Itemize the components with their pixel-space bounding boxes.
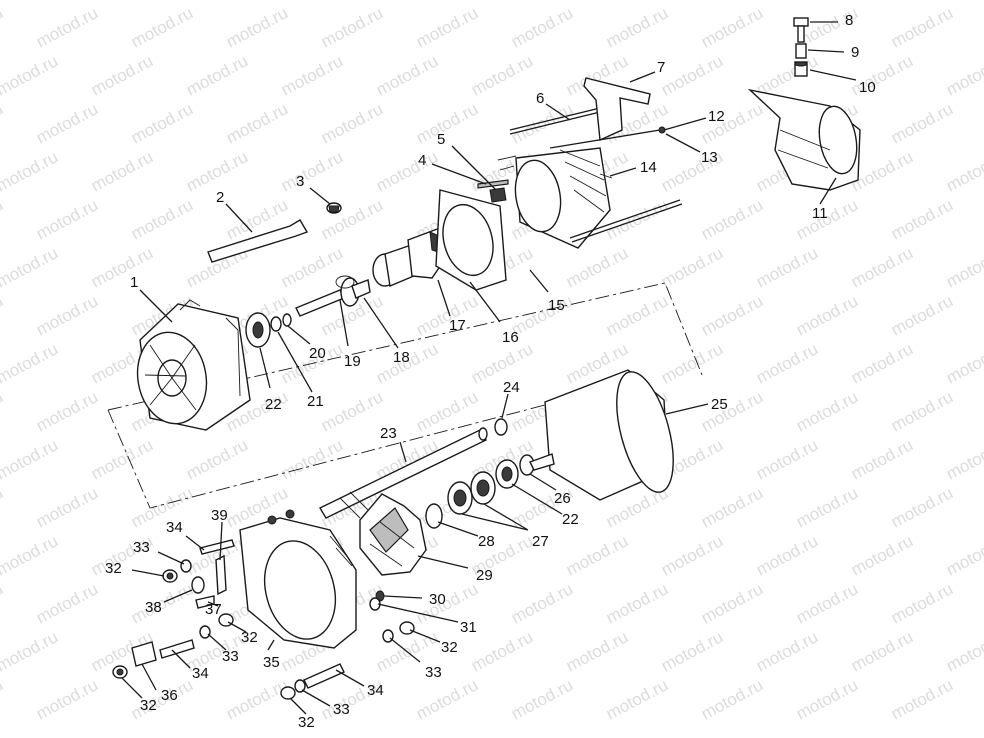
callout-38: 38: [145, 599, 162, 616]
callout-32-upper: 32: [105, 560, 122, 577]
callout-9: 9: [851, 44, 859, 61]
part-34-stud-upper: [199, 539, 235, 555]
callout-26: 26: [554, 490, 571, 507]
part-4-stud: [477, 179, 509, 189]
callout-21: 21: [307, 393, 324, 410]
callout-27: 27: [532, 533, 549, 550]
callout-16: 16: [502, 329, 519, 346]
part-33-washer-lower: [294, 679, 306, 693]
part-24-o-ring: [494, 418, 508, 436]
callout-29: 29: [476, 567, 493, 584]
callout-10: 10: [859, 79, 876, 96]
callout-31: 31: [460, 619, 477, 636]
callout-24: 24: [503, 379, 520, 396]
part-34-stud-left: [159, 639, 195, 659]
callout-33-lower: 33: [333, 701, 350, 718]
callout-28: 28: [478, 533, 495, 550]
part-16-wear-ring: [435, 189, 507, 291]
callout-32-mid: 32: [241, 629, 258, 646]
part-32-nut-lower-left: [112, 665, 128, 679]
part-29-impeller: [359, 493, 427, 576]
part-12-rod: [549, 126, 666, 149]
part-32-nut-right: [399, 621, 415, 635]
callout-39: 39: [211, 507, 228, 524]
callout-34-lower: 34: [367, 682, 384, 699]
part-35-intake-housing: [239, 509, 357, 649]
callout-33-upper: 33: [133, 539, 150, 556]
callout-3: 3: [296, 173, 304, 190]
callout-1: 1: [130, 274, 138, 291]
part-32-nut-upper: [162, 569, 178, 583]
callout-17: 17: [449, 317, 466, 334]
part-22-bearing-right: [495, 459, 519, 489]
callout-15: 15: [548, 297, 565, 314]
part-14-insert: [599, 173, 613, 179]
callout-23: 23: [380, 425, 397, 442]
callout-11: 11: [812, 205, 828, 222]
callout-37: 37: [205, 601, 222, 618]
callout-30: 30: [429, 591, 446, 608]
callout-8: 8: [845, 12, 853, 29]
part-5-screen: [489, 187, 507, 203]
alignment-frame: [107, 282, 703, 509]
part-2-tube: [207, 219, 309, 263]
part-39-fitting: [215, 554, 227, 596]
callout-5: 5: [437, 131, 445, 148]
callout-33-right: 33: [425, 664, 442, 681]
callout-19: 19: [344, 353, 361, 370]
callout-35: 35: [263, 654, 280, 671]
part-15-pump-housing: [497, 147, 611, 249]
callout-32-lower: 32: [298, 714, 315, 731]
part-27-bearing-pair: [447, 471, 496, 515]
callout-25: 25: [711, 396, 728, 413]
leader-lines: [121, 21, 857, 715]
part-3-clamp: [326, 202, 342, 214]
part-36-plate: [131, 641, 157, 667]
callout-labels: 1 2 3 4 5 6 7 8 9 10 11 12 13 14 15 16 1…: [105, 12, 876, 731]
callout-7: 7: [657, 59, 665, 76]
callout-33-mid: 33: [222, 648, 239, 665]
callout-20: 20: [309, 345, 326, 362]
callout-4: 4: [418, 152, 426, 169]
part-1-stator-housing: [136, 299, 251, 431]
callout-34-upper: 34: [166, 519, 183, 536]
part-13-rod: [569, 199, 683, 243]
callout-22-right: 22: [562, 511, 579, 528]
part-33-washer-mid: [199, 625, 211, 639]
part-11-steering-nozzle: [747, 88, 861, 191]
part-32-nut-lower: [280, 686, 296, 700]
part-33-washer-upper: [180, 559, 192, 573]
callout-22-left: 22: [265, 396, 282, 413]
part-33-washer-right: [382, 629, 394, 643]
callout-34-left: 34: [192, 665, 209, 682]
part-6-rod: [509, 107, 601, 135]
callout-36: 36: [161, 687, 178, 704]
part-22-bearing-left: [245, 312, 271, 348]
part-34-stud-lower: [303, 663, 345, 689]
part-23-drive-shaft: [319, 427, 488, 519]
callout-2: 2: [216, 189, 224, 206]
callout-32-lower-left: 32: [140, 697, 157, 714]
callout-14: 14: [640, 159, 657, 176]
callout-32-right: 32: [441, 639, 458, 656]
part-8-bolt: [793, 17, 809, 43]
part-25-nozzle-cylinder: [544, 369, 674, 501]
part-9-washer: [795, 43, 807, 59]
callout-13: 13: [701, 149, 718, 166]
part-7-bracket: [583, 77, 651, 142]
part-19-shaft: [295, 275, 371, 317]
part-20-ring: [282, 313, 292, 327]
callout-12: 12: [708, 108, 725, 125]
callout-18: 18: [393, 349, 410, 366]
part-10-nut: [794, 61, 808, 77]
part-38-o-ring: [191, 576, 205, 594]
part-26-seal: [519, 453, 555, 476]
callout-6: 6: [536, 90, 544, 107]
part-21-ring: [270, 316, 282, 332]
part-28-spacer: [425, 503, 443, 529]
